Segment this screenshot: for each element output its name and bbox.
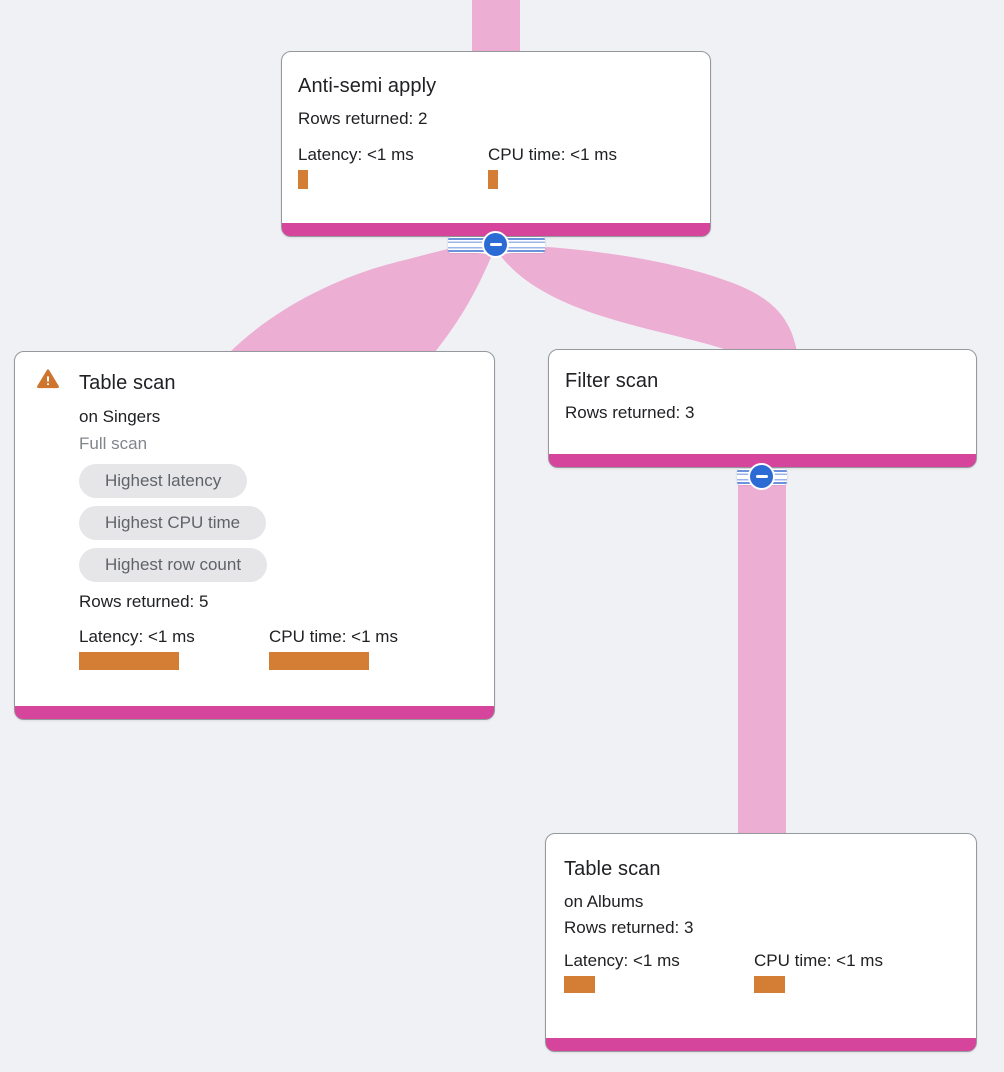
node-subtitle: on Albums <box>564 892 644 911</box>
badge-highest-row-count: Highest row count <box>79 548 268 582</box>
warning-icon <box>37 369 59 389</box>
rows-returned: Rows returned: 5 <box>79 592 209 611</box>
node-accent-bar <box>282 223 710 236</box>
node-title: Table scan <box>564 858 661 880</box>
cpu-time-label: CPU time: <1 ms <box>754 951 883 970</box>
rows-returned: Rows returned: 2 <box>298 109 428 128</box>
node-title: Filter scan <box>565 370 659 392</box>
node-accent-bar <box>546 1038 976 1051</box>
collapse-button-anti-semi-apply[interactable] <box>448 231 545 263</box>
node-table-scan-singers[interactable]: Table scan on Singers Full scan Highest … <box>14 351 495 720</box>
latency-bar <box>298 170 308 189</box>
node-filter-scan[interactable]: Filter scan Rows returned: 3 <box>548 349 977 468</box>
badge-list: Highest latency Highest CPU time Highest… <box>79 464 478 582</box>
node-title: Anti-semi apply <box>298 75 437 97</box>
edge-filter-scan-to-table-scan-albums <box>738 478 786 836</box>
scan-type-label: Full scan <box>79 434 148 453</box>
edge-anti-semi-to-filter-scan <box>500 247 797 352</box>
latency-label: Latency: <1 ms <box>564 951 680 970</box>
badge-highest-latency: Highest latency <box>79 464 248 498</box>
latency-label: Latency: <1 ms <box>79 627 195 646</box>
collapse-minus-icon <box>748 463 775 490</box>
collapse-minus-icon <box>482 231 509 258</box>
node-anti-semi-apply[interactable]: Anti-semi apply Rows returned: 2 Latency… <box>281 51 711 237</box>
node-accent-bar <box>15 706 494 719</box>
cpu-time-label: CPU time: <1 ms <box>488 145 617 164</box>
node-subtitle: on Singers <box>79 407 161 426</box>
minus-glyph <box>755 474 768 479</box>
cpu-time-bar <box>488 170 498 189</box>
edge-root-to-anti-semi-apply <box>472 0 520 56</box>
latency-label: Latency: <1 ms <box>298 145 414 164</box>
cpu-time-bar <box>754 976 785 993</box>
latency-bar <box>79 652 179 670</box>
rows-returned: Rows returned: 3 <box>565 403 695 422</box>
minus-glyph <box>489 242 502 247</box>
node-title: Table scan <box>79 372 176 394</box>
rows-returned: Rows returned: 3 <box>564 918 694 937</box>
cpu-time-label: CPU time: <1 ms <box>269 627 398 646</box>
latency-bar <box>564 976 595 993</box>
collapse-button-filter-scan[interactable] <box>737 463 787 495</box>
badge-highest-cpu-time: Highest CPU time <box>79 506 267 540</box>
node-accent-bar <box>549 454 976 467</box>
node-table-scan-albums[interactable]: Table scan on Albums Rows returned: 3 La… <box>545 833 977 1052</box>
edge-anti-semi-to-table-scan-singers <box>230 249 492 352</box>
cpu-time-bar <box>269 652 369 670</box>
